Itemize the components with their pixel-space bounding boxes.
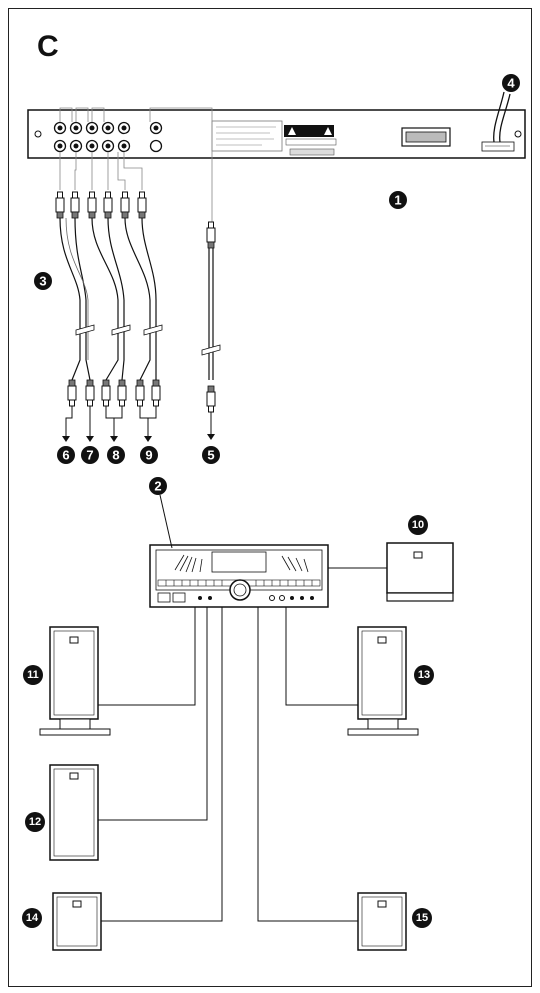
panel-letter: C: [37, 30, 59, 63]
svg-text:14: 14: [26, 912, 39, 924]
callout-15: 15: [412, 908, 432, 928]
svg-text:4: 4: [507, 76, 515, 91]
callout-9: 9: [140, 446, 158, 464]
callout-2-leader: [159, 494, 173, 549]
power-cord-inlet: [481, 141, 515, 152]
rca-audio-video-cables: [55, 191, 163, 407]
callout-4: 4: [502, 74, 520, 92]
digital-output-jacks: [149, 121, 163, 153]
callout-13: 13: [414, 665, 434, 685]
laser-product-label: [289, 148, 335, 156]
svg-text:12: 12: [29, 816, 41, 828]
svg-text:3: 3: [39, 274, 46, 289]
svg-text:10: 10: [412, 519, 424, 531]
callout-14: 14: [22, 908, 42, 928]
callout-3: 3: [34, 272, 52, 290]
svg-text:11: 11: [27, 669, 39, 681]
svg-text:5: 5: [207, 448, 214, 463]
callout-7: 7: [81, 446, 99, 464]
svg-text:9: 9: [145, 448, 152, 463]
svg-text:13: 13: [418, 669, 430, 681]
svg-text:6: 6: [62, 448, 69, 463]
volume-knob: [229, 579, 251, 601]
jack-to-plug-lines: [59, 107, 213, 222]
power-cord: [493, 91, 511, 143]
rating-label: [211, 120, 283, 152]
callout-2: 2: [149, 477, 167, 495]
callout-10: 10: [408, 515, 428, 535]
center-speaker: [49, 764, 99, 861]
callout-5: 5: [202, 446, 220, 464]
speaker-wires: [98, 607, 358, 922]
av-amplifier: [149, 544, 329, 608]
callout-12: 12: [25, 812, 45, 832]
callout-6: 6: [57, 446, 75, 464]
diagram-frame: [8, 8, 532, 987]
dvd-player-rear-panel: [27, 109, 526, 159]
svg-text:7: 7: [86, 448, 93, 463]
front-left-speaker: [39, 626, 111, 736]
svg-text:15: 15: [416, 912, 428, 924]
output-arrows: [65, 406, 157, 438]
svg-text:8: 8: [112, 448, 119, 463]
rear-left-speaker: [52, 892, 102, 951]
warning-label: [284, 125, 337, 146]
rear-right-speaker: [357, 892, 407, 951]
callout-8: 8: [107, 446, 125, 464]
front-right-speaker: [347, 626, 419, 736]
callout-11: 11: [23, 665, 43, 685]
svg-text:1: 1: [394, 193, 401, 208]
subwoofer: [386, 542, 454, 602]
scart-connector: [401, 127, 451, 147]
callout-1: 1: [389, 191, 407, 209]
digital-coaxial-cable: [201, 221, 221, 440]
svg-text:2: 2: [154, 479, 161, 494]
